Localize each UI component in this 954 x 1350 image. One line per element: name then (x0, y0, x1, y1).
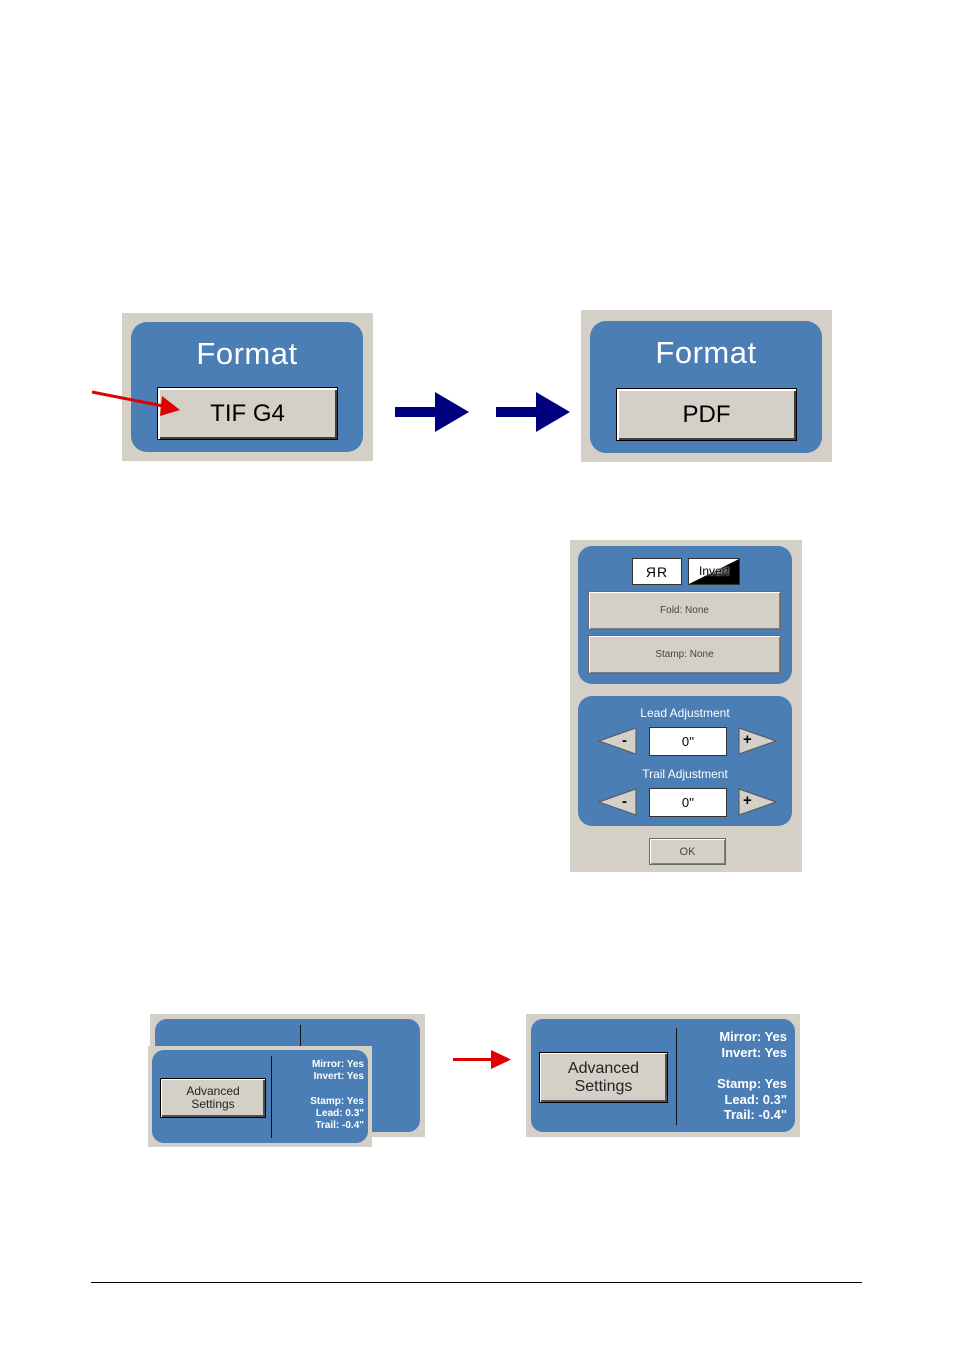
trail-plus-label: + (743, 792, 752, 809)
flow-arrow-icon (395, 392, 469, 432)
lead-increase-arrow-icon[interactable] (735, 727, 777, 755)
summary-status-text: Mirror: Yes Invert: Yes Stamp: Yes Lead:… (717, 1029, 787, 1123)
invert-button[interactable]: Invert (688, 558, 740, 585)
stamp-status: Stamp: Yes (717, 1076, 787, 1092)
summary-divider (271, 1056, 272, 1138)
advanced-settings-button[interactable]: Advanced Settings (539, 1052, 668, 1103)
trail-decrease-arrow-icon[interactable] (598, 788, 640, 816)
mirror-status: Mirror: Yes (311, 1059, 364, 1070)
format-button-tif-g4[interactable]: TIF G4 (157, 387, 338, 440)
invert-status: Invert: Yes (313, 1071, 364, 1082)
lead-decrease-arrow-icon[interactable] (598, 727, 640, 755)
summary-panel-small: Advanced Settings Mirror: Yes Invert: Ye… (148, 1046, 372, 1147)
flow-arrow-icon (496, 392, 570, 432)
format-title: Format (196, 336, 298, 371)
fold-button[interactable]: Fold: None (588, 591, 781, 630)
lead-status: Lead: 0.3" (315, 1108, 364, 1119)
red-pointer-arrow-icon (91, 390, 180, 416)
invert-status: Invert: Yes (721, 1044, 787, 1060)
adjustment-group-box: Lead Adjustment - 0'' + Trail Adjustment… (578, 696, 792, 826)
summary-status-text: Mirror: Yes Invert: Yes Stamp: Yes Lead:… (310, 1059, 364, 1132)
trail-value-field[interactable]: 0'' (649, 788, 727, 817)
format-panel-after: Format PDF (581, 310, 832, 462)
mirror-status: Mirror: Yes (719, 1029, 787, 1044)
stamp-button[interactable]: Stamp: None (588, 635, 781, 674)
format-button-pdf[interactable]: PDF (616, 388, 797, 441)
stamp-status: Stamp: Yes (310, 1096, 364, 1107)
trail-status: Trail: -0.4" (723, 1107, 787, 1123)
summary-panel-large: Advanced Settings Mirror: Yes Invert: Ye… (526, 1014, 800, 1137)
red-transition-arrow-icon (453, 1050, 511, 1069)
advanced-settings-label-line2: Settings (191, 1097, 235, 1111)
trail-minus-label: - (622, 793, 627, 810)
advanced-settings-label-line2: Settings (574, 1077, 633, 1095)
lead-minus-label: - (622, 732, 627, 749)
trail-increase-arrow-icon[interactable] (735, 788, 777, 816)
format-title: Format (655, 335, 757, 370)
lead-adjustment-label: Lead Adjustment (640, 706, 730, 720)
advanced-settings-label-line1: Advanced (567, 1059, 640, 1077)
ok-button[interactable]: OK (649, 838, 726, 865)
advanced-settings-button[interactable]: Advanced Settings (160, 1078, 266, 1118)
options-group-box: ЯR Invert Fold: None Stamp: None (578, 546, 792, 684)
mirror-button[interactable]: ЯR (632, 558, 682, 585)
page-footer-rule (91, 1282, 862, 1283)
summary-divider (676, 1028, 677, 1125)
advanced-settings-label-line1: Advanced (186, 1083, 240, 1098)
advanced-settings-dialog: ЯR Invert Fold: None Stamp: None Lead Ad… (570, 540, 802, 872)
summary-group-box: Advanced Settings Mirror: Yes Invert: Ye… (531, 1019, 795, 1132)
lead-value-field[interactable]: 0'' (649, 727, 727, 756)
lead-plus-label: + (743, 731, 752, 748)
format-group-box: Format PDF (590, 321, 822, 453)
lead-status: Lead: 0.3" (724, 1091, 787, 1107)
trail-status: Trail: -0.4" (315, 1120, 364, 1131)
format-group-box: Format TIF G4 (131, 322, 363, 452)
summary-group-box: Advanced Settings Mirror: Yes Invert: Ye… (152, 1050, 368, 1143)
invert-label: Invert (698, 564, 729, 578)
trail-adjustment-label: Trail Adjustment (642, 767, 728, 781)
format-panel-before: Format TIF G4 (122, 313, 373, 461)
